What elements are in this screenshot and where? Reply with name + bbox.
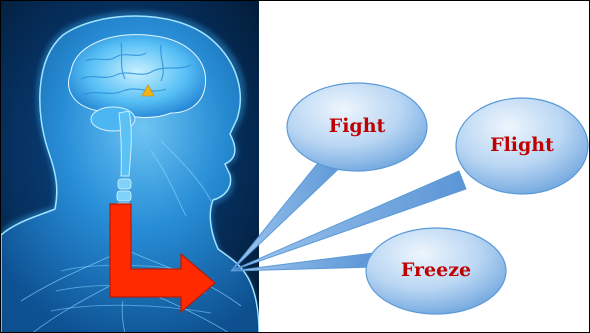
flight-label: Flight bbox=[482, 134, 562, 156]
fight-label: Fight bbox=[317, 115, 397, 137]
freeze-label: Freeze bbox=[394, 259, 478, 281]
